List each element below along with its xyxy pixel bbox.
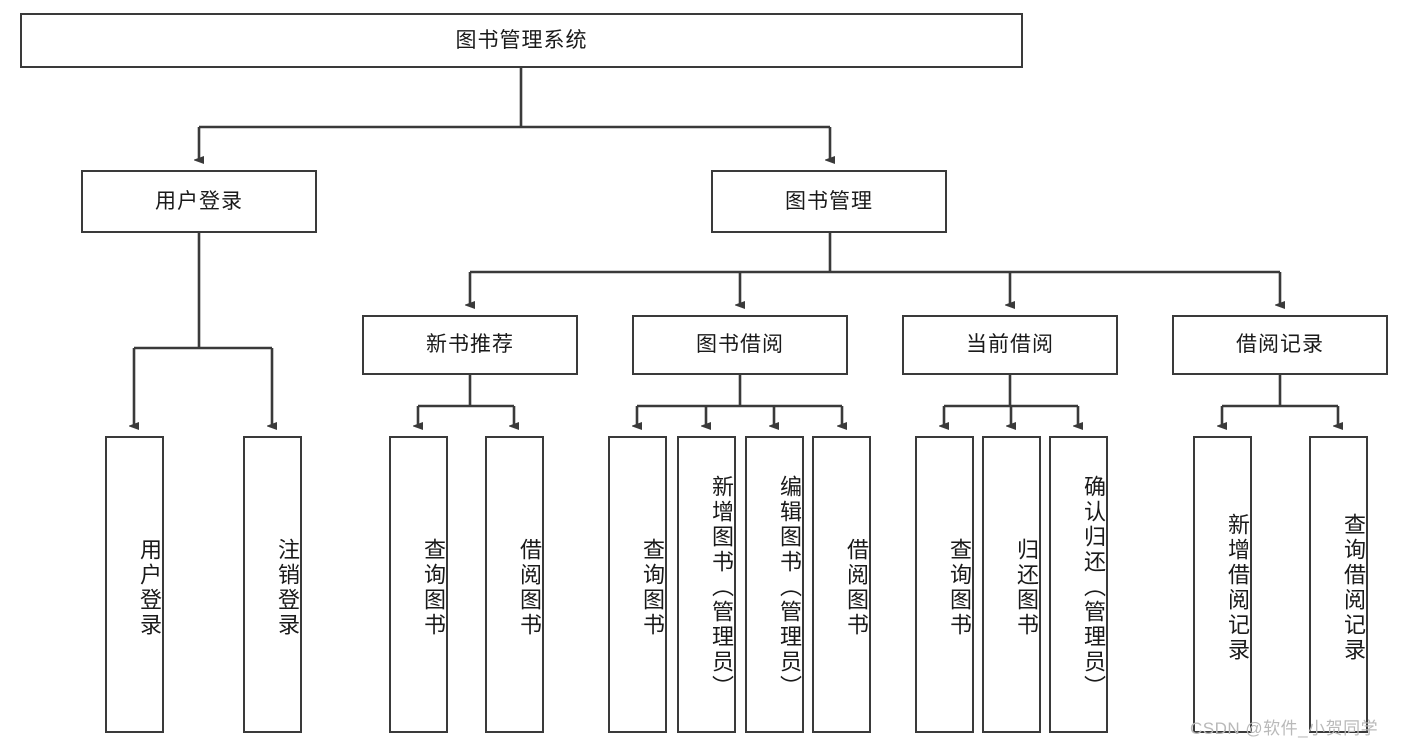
node-new-book-recommend[interactable]: 新书推荐 (362, 315, 578, 375)
node-leaf-query-borrow-record[interactable]: 查询借阅记录 (1309, 436, 1368, 733)
node-leaf-query-book-current[interactable]: 查询图书 (915, 436, 974, 733)
node-leaf-confirm-return-admin[interactable]: 确认归还（管理员） (1049, 436, 1108, 733)
node-user-login[interactable]: 用户登录 (81, 170, 317, 233)
node-leaf-borrow-book[interactable]: 借阅图书 (812, 436, 871, 733)
node-root-book-management-system[interactable]: 图书管理系统 (20, 13, 1023, 68)
node-leaf-add-book-admin[interactable]: 新增图书（管理员） (677, 436, 736, 733)
node-book-borrow[interactable]: 图书借阅 (632, 315, 848, 375)
node-leaf-logout[interactable]: 注销登录 (243, 436, 302, 733)
node-leaf-add-borrow-record[interactable]: 新增借阅记录 (1193, 436, 1252, 733)
node-leaf-edit-book-admin[interactable]: 编辑图书（管理员） (745, 436, 804, 733)
node-book-management[interactable]: 图书管理 (711, 170, 947, 233)
node-leaf-borrow-book-recommend[interactable]: 借阅图书 (485, 436, 544, 733)
node-leaf-query-book[interactable]: 查询图书 (608, 436, 667, 733)
node-current-borrow[interactable]: 当前借阅 (902, 315, 1118, 375)
node-leaf-return-book[interactable]: 归还图书 (982, 436, 1041, 733)
csdn-watermark: CSDN @软件_小贺同学 (1190, 719, 1379, 738)
node-leaf-user-login[interactable]: 用户登录 (105, 436, 164, 733)
node-borrow-record[interactable]: 借阅记录 (1172, 315, 1388, 375)
node-leaf-query-book-recommend[interactable]: 查询图书 (389, 436, 448, 733)
